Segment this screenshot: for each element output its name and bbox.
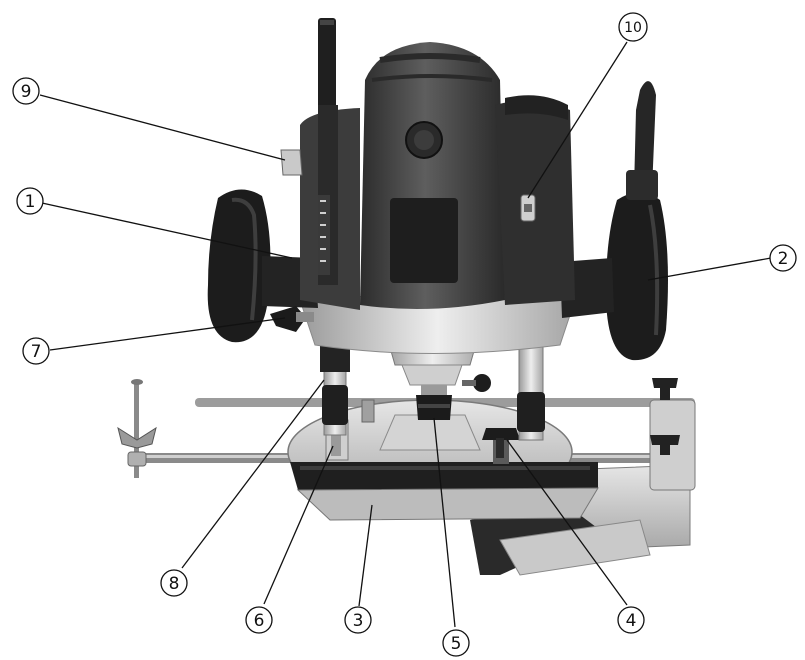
callout-1: 1	[16, 187, 44, 215]
callout-2-label: 2	[778, 249, 789, 269]
callout-4: 4	[617, 606, 645, 634]
callout-7-label: 7	[31, 342, 42, 362]
power-cord	[634, 81, 656, 190]
leader-line-2	[647, 257, 772, 281]
leader-line-4	[506, 439, 628, 606]
leader-line-1	[41, 202, 293, 259]
callout-4-label: 4	[626, 611, 637, 631]
guide-bar	[290, 462, 599, 521]
leader-line-3	[358, 504, 373, 607]
right-handle	[560, 81, 668, 361]
callout-1-label: 1	[25, 192, 36, 212]
callout-3: 3	[344, 606, 372, 634]
depth-rod-clamp-knob	[280, 149, 303, 176]
depth-rod	[318, 18, 338, 285]
callout-6-label: 6	[254, 611, 265, 631]
front-window	[390, 198, 458, 283]
guide-clamp-knob	[482, 428, 520, 440]
callout-2: 2	[769, 244, 797, 272]
callout-5-label: 5	[451, 634, 462, 654]
leader-line-7	[49, 317, 286, 351]
callout-3-label: 3	[353, 611, 364, 631]
centering-pin	[117, 379, 157, 478]
callout-8: 8	[160, 569, 188, 597]
leader-lines	[39, 41, 772, 628]
callouts: 1 2 3 4 5 6 7 8	[12, 12, 797, 657]
callout-9-label: 9	[21, 82, 32, 102]
router-illustration	[117, 18, 696, 576]
leader-line-9	[39, 94, 286, 161]
leader-line-8	[181, 379, 325, 569]
callout-9: 9	[12, 77, 40, 105]
leader-line-6	[263, 445, 334, 605]
callout-8-label: 8	[169, 574, 180, 594]
motor-housing	[300, 42, 575, 310]
callout-10: 10	[618, 12, 648, 42]
callout-7: 7	[22, 337, 50, 365]
callout-5: 5	[442, 629, 470, 657]
leader-line-10	[527, 41, 628, 199]
depth-scale	[318, 195, 330, 275]
callout-6: 6	[245, 606, 273, 634]
callout-10-label: 10	[624, 20, 642, 36]
leader-line-5	[433, 417, 456, 628]
plunge-columns	[320, 324, 545, 441]
